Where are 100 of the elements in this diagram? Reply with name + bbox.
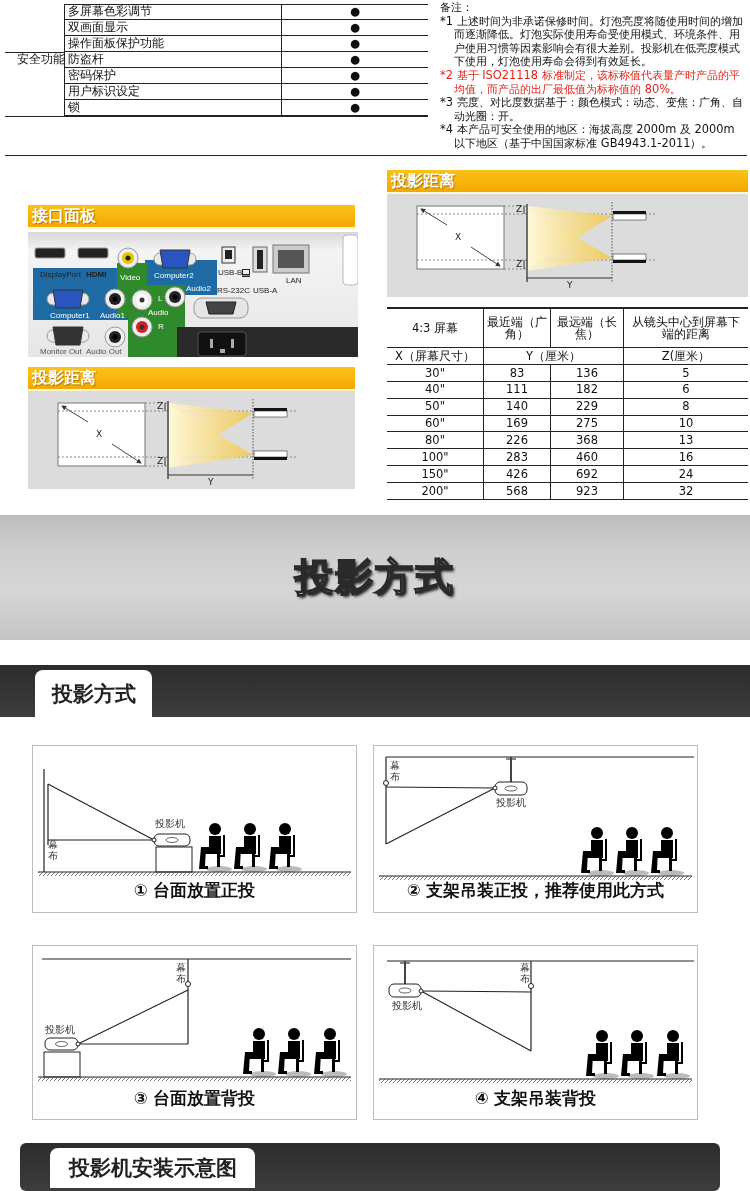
table-cell: 923	[550, 483, 623, 500]
table-cell: 83	[483, 364, 550, 382]
table-cell: 16	[623, 449, 748, 467]
screen-label: 幕布	[390, 760, 400, 782]
table-cell: 用户标识设定	[64, 84, 282, 100]
dimension-label: Y	[567, 280, 573, 290]
port-label: Audio Out	[86, 347, 122, 356]
table-cell: 460	[550, 449, 623, 467]
projector-label: 投影机	[45, 1025, 75, 1035]
table-cell: 60"	[387, 415, 483, 433]
table-cell: ●	[282, 68, 428, 84]
dimension-label: Z	[157, 456, 164, 466]
dimension-label: X	[455, 232, 462, 242]
table-cell: 140	[483, 398, 550, 416]
title-banner	[0, 515, 750, 640]
port-label: R	[158, 322, 164, 331]
port-label: HDMI	[86, 270, 107, 279]
table-cell: 283	[483, 449, 550, 467]
table-cell: 6	[623, 381, 748, 399]
footnote: *1 上述时间为非承诺保修时间。灯泡亮度将随使用时间的增加而逐渐降低。灯泡实际使用寿命受使用模式、环境条件、用户使用习惯等因素影响会有很大差别。投影机在低亮度模式下使用，灯泡使用寿命会得到有效延长。	[440, 14, 744, 69]
dimension-label: Z	[516, 204, 523, 214]
table-cell: 10	[623, 415, 748, 433]
section-title: 接口面板	[32, 205, 96, 227]
table-cell: ●	[282, 4, 428, 20]
table-cell: 安全功能	[5, 52, 64, 116]
table-cell: 操作面板保护功能	[64, 36, 282, 52]
section-title: 投影机安装示意图	[68, 1155, 237, 1182]
projector-label: 投影机	[155, 819, 185, 829]
footnote: *4 本产品可安全使用的地区：海拔高度 2000m 及 2000m 以下地区（基于中国国家标准 GB4943.1-2011）。	[440, 123, 736, 151]
section-title: 投影方式	[51, 680, 136, 708]
footnote: *3 亮度、对比度数据基于：颜色模式：动态、变焦：广角、自动光圈：开。	[440, 96, 744, 124]
table-cell: 275	[550, 415, 623, 433]
table-cell: 426	[483, 466, 550, 484]
table-cell: 30"	[387, 364, 483, 382]
table-cell: 169	[483, 415, 550, 433]
table-cell: 防盗杆	[64, 52, 282, 68]
port-label: Monitor Out	[40, 347, 82, 356]
table-cell: 692	[550, 466, 623, 484]
section-header-bar	[387, 170, 748, 194]
setup-panel	[373, 745, 698, 913]
dimension-label: Z	[157, 401, 164, 411]
table-cell: ●	[282, 36, 428, 52]
table-cell: 24	[623, 466, 748, 484]
port-label: DisplayPort	[40, 270, 81, 279]
notes-heading: 备注：	[440, 1, 474, 15]
table-cell: 5	[623, 364, 748, 382]
table-cell: 100"	[387, 449, 483, 467]
table-cell: ●	[282, 84, 428, 100]
port-label: LAN	[286, 276, 302, 285]
table-cell: 150"	[387, 466, 483, 484]
port-label: RS-232C	[217, 286, 250, 295]
table-cell: 4:3 屏幕	[387, 309, 483, 348]
dimension-label: X	[96, 429, 103, 439]
table-cell: 8	[623, 398, 748, 416]
table-cell: Y（厘米）	[483, 348, 623, 365]
table-cell: 200"	[387, 483, 483, 500]
table-cell: 40"	[387, 381, 483, 399]
projector-label: 投影机	[392, 1001, 422, 1011]
table-cell: 136	[550, 364, 623, 382]
section-title: 投影距离	[32, 367, 96, 389]
port-label: Computer1	[50, 311, 90, 320]
setup-label: ① 台面放置正投	[133, 880, 256, 902]
table-cell: 锁	[64, 100, 282, 116]
setup-panel	[32, 745, 357, 913]
table-cell: ●	[282, 20, 428, 36]
port-label: Computer2	[154, 271, 194, 280]
table-cell: Z(厘米）	[623, 348, 748, 365]
table-cell: 13	[623, 432, 748, 450]
table-cell: 80"	[387, 432, 483, 450]
port-label: Audio	[148, 308, 169, 317]
port-label: Video	[120, 273, 141, 282]
setup-label: ③ 台面放置背投	[133, 1088, 256, 1110]
table-cell: X（屏幕尺寸）	[387, 348, 483, 365]
port-label: Audio2	[186, 284, 211, 293]
section-tab	[35, 670, 152, 717]
table-cell: 最远端（长焦）	[550, 309, 623, 348]
projector-label: 投影机	[496, 798, 526, 808]
table-cell: 双画面显示	[64, 20, 282, 36]
setup-label: ② 支架吊装正投，推荐使用此方式	[406, 880, 665, 902]
section-header-bar	[28, 367, 355, 391]
table-cell: 密码保护	[64, 68, 282, 84]
table-cell: 229	[550, 398, 623, 416]
setup-panel	[32, 945, 357, 1120]
screen-label: 幕布	[176, 962, 186, 984]
table-cell: 182	[550, 381, 623, 399]
table-cell: 111	[483, 381, 550, 399]
table-cell: 32	[623, 483, 748, 500]
table-cell: ●	[282, 52, 428, 68]
setup-panel	[373, 945, 698, 1120]
screen-label: 幕布	[520, 962, 530, 984]
table-cell: 从镜头中心到屏幕下端的距离	[623, 309, 748, 348]
port-label: Audio1	[100, 311, 125, 320]
setup-label: ④ 支架吊装背投	[474, 1088, 597, 1110]
port-label: L	[158, 294, 163, 303]
section-title: 投影距离	[391, 170, 455, 192]
banner-title: 投影方式	[295, 554, 455, 601]
dimension-label: Y	[208, 477, 214, 487]
table-cell: 50"	[387, 398, 483, 416]
table-cell: 最近端（广角）	[483, 309, 550, 348]
port-label: USB-A	[253, 286, 278, 295]
